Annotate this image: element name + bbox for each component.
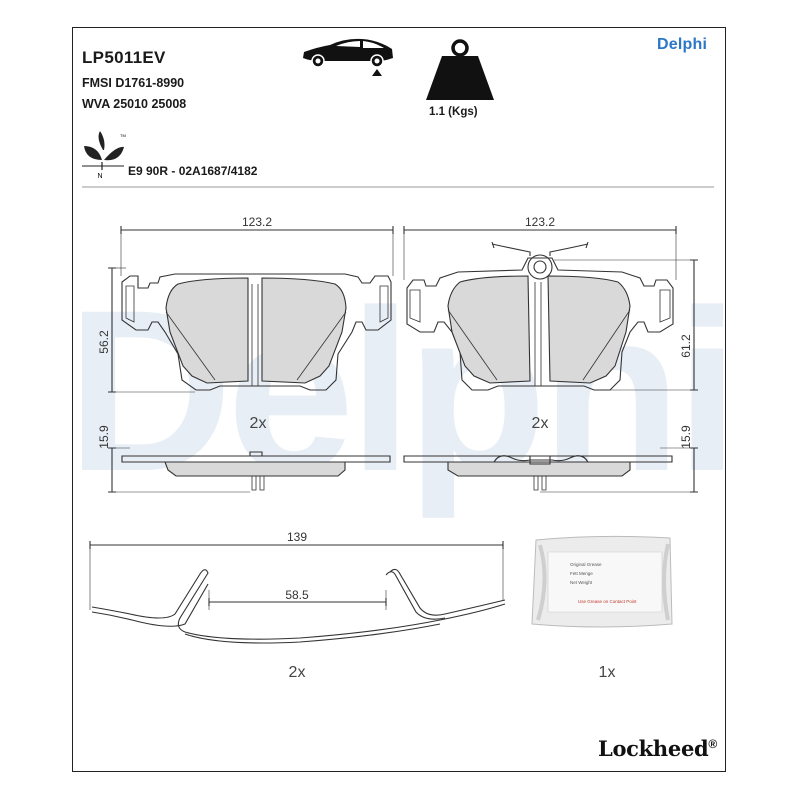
- weight-label: 1.1 (Kgs): [429, 106, 478, 118]
- delphi-logo: Delphi: [657, 36, 708, 53]
- anti-rattle-spring: [89, 541, 506, 644]
- fmsi-number: FMSI D1761-8990: [82, 76, 185, 90]
- spring-length-label: 139: [287, 530, 307, 544]
- pad-left-thickness-label: 15.9: [97, 425, 111, 449]
- eco-mark-letter: N: [97, 173, 102, 180]
- pad-right-thickness-label: 15.9: [679, 425, 693, 449]
- grease-sachet: Original Grease Fett Menge Net Weight Us…: [531, 535, 673, 628]
- spring-inner-label: 58.5: [285, 588, 309, 602]
- sachet-line-2: Fett Menge: [570, 571, 593, 576]
- sachet-warning: Use Grease on Contact Point: [578, 599, 637, 604]
- pad-left-height-label: 56.2: [97, 330, 111, 354]
- spring-quantity: 2x: [289, 664, 306, 681]
- lockheed-logo: Lockheed®: [598, 736, 717, 761]
- lockheed-wordmark: Lockheed: [598, 736, 709, 761]
- pad-left-side-view: [108, 447, 391, 493]
- part-code: LP5011EV: [82, 48, 166, 67]
- ece-approval: E9 90R - 02A1687/4182: [128, 164, 258, 178]
- pad-right-width-label: 123.2: [525, 215, 555, 229]
- sachet-line-3: Net Weight: [570, 580, 593, 585]
- wva-number: WVA 25010 25008: [82, 97, 187, 111]
- pad-left-front-view: [108, 226, 394, 393]
- weight-icon: [426, 39, 494, 100]
- grease-quantity: 1x: [599, 664, 616, 681]
- pad-right-rear-view: [403, 226, 698, 391]
- eco-leaf-icon: N TM: [82, 131, 126, 180]
- trademark-mark: TM: [120, 133, 126, 138]
- pad-left-width-label: 123.2: [242, 215, 272, 229]
- sachet-line-1: Original Grease: [570, 562, 602, 567]
- registered-mark: ®: [708, 737, 717, 751]
- car-icon: [303, 38, 393, 76]
- pad-right-side-view: [403, 447, 698, 493]
- pad-right-height-label: 61.2: [679, 334, 693, 358]
- pad-left-quantity: 2x: [250, 415, 267, 432]
- pad-right-quantity: 2x: [532, 415, 549, 432]
- spec-sheet-frame: [72, 27, 726, 772]
